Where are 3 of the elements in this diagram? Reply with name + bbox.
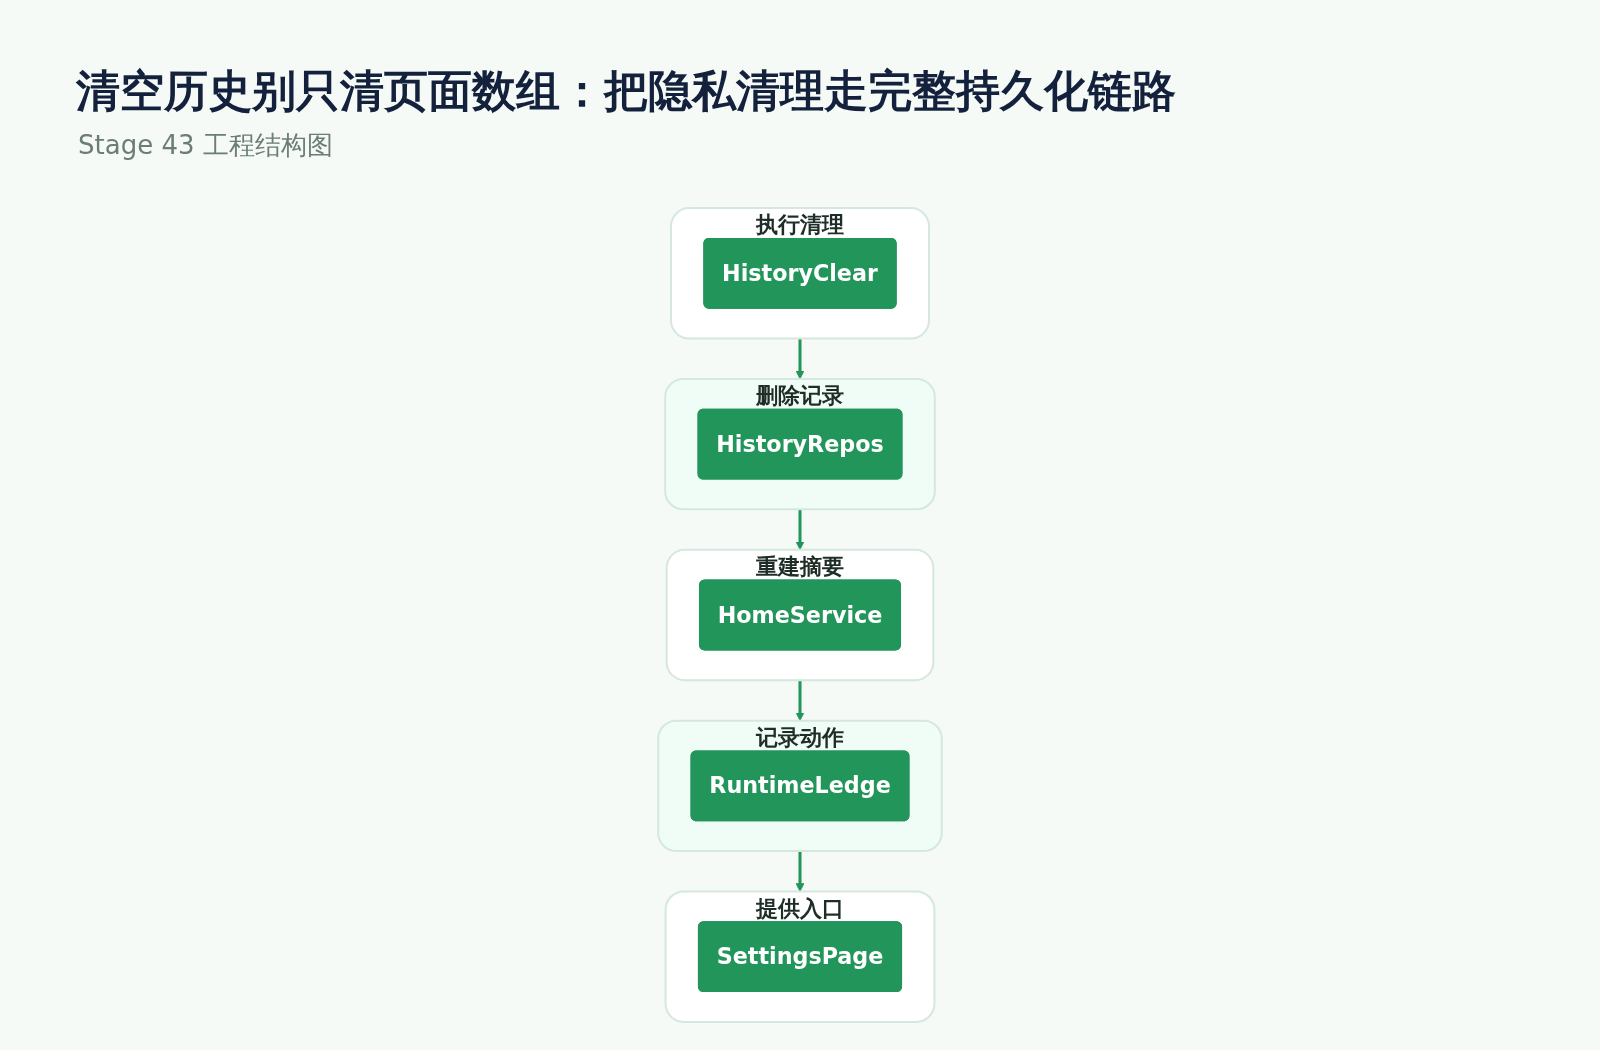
arrow bbox=[795, 851, 805, 892]
diagram-title: 清空历史别只清页面数组：把隐私清理走完整持久化链路 bbox=[76, 64, 1176, 118]
subtitle: Stage 43 工程结构图 bbox=[78, 129, 333, 162]
